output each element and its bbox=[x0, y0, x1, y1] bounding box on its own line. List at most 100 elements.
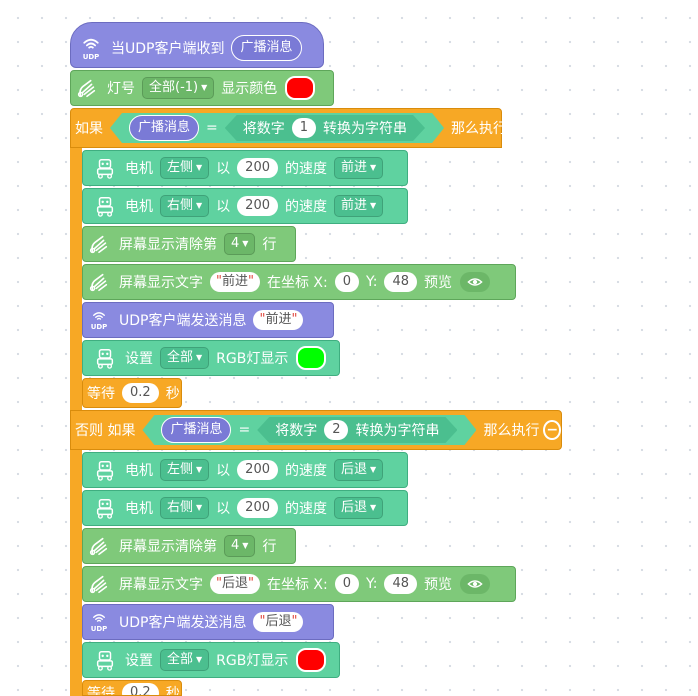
send-label: UDP客户端发送消息 bbox=[119, 313, 247, 329]
broadcast-var-reporter[interactable]: 广播消息 bbox=[231, 35, 302, 61]
led-color-block[interactable]: 灯号 全部(-1)▼ 显示颜色 bbox=[70, 70, 334, 106]
speed-input[interactable]: 200 bbox=[237, 158, 278, 178]
text-input[interactable]: "后退" bbox=[210, 574, 260, 594]
robot-icon bbox=[89, 153, 121, 183]
wait-input[interactable]: 0.2 bbox=[122, 383, 159, 403]
eye-icon[interactable] bbox=[460, 574, 490, 594]
if-block-header[interactable]: 如果 广播消息 = 将数字 1 转换为字符串 那么执行 bbox=[70, 108, 507, 148]
motor-label: 电机 bbox=[125, 199, 153, 215]
message-input[interactable]: "后退" bbox=[253, 612, 304, 632]
wait-unit: 秒 bbox=[165, 686, 180, 696]
chevron-down-icon: ▼ bbox=[370, 503, 377, 512]
chevron-down-icon: ▼ bbox=[242, 541, 249, 550]
wait-block[interactable]: 等待 0.2 秒 bbox=[82, 680, 182, 696]
direction-dropdown[interactable]: 后退▼ bbox=[334, 459, 384, 481]
rgb-dropdown[interactable]: 全部▼ bbox=[160, 649, 210, 671]
y-input[interactable]: 48 bbox=[384, 574, 417, 594]
broadcast-var-reporter[interactable]: 广播消息 bbox=[161, 417, 231, 443]
convert-suffix: 转换为字符串 bbox=[323, 121, 408, 137]
robot-icon bbox=[89, 645, 121, 675]
broadcast-var-reporter[interactable]: 广播消息 bbox=[129, 115, 199, 141]
eye-icon[interactable] bbox=[460, 272, 490, 292]
speed-input[interactable]: 200 bbox=[237, 196, 278, 216]
led-color-label: 显示颜色 bbox=[221, 81, 278, 97]
else-if-label: 否则 如果 bbox=[75, 423, 136, 439]
clear-label: 屏幕显示清除第 bbox=[119, 237, 217, 253]
motor-right-block[interactable]: 电机 右侧▼ 以 200 的速度 前进▼ bbox=[82, 188, 408, 224]
convert-label: 将数字 bbox=[275, 423, 318, 439]
coord-y-label: Y: bbox=[366, 576, 378, 592]
motor-label: 电机 bbox=[125, 463, 153, 479]
chevron-down-icon: ▼ bbox=[196, 655, 203, 664]
screen-text-block[interactable]: 屏幕显示文字 "前进" 在坐标 X: 0 Y: 48 预览 bbox=[82, 264, 516, 300]
hat-label: 当UDP客户端收到 bbox=[111, 41, 225, 57]
message-input[interactable]: "前进" bbox=[253, 310, 304, 330]
text-input[interactable]: "前进" bbox=[210, 272, 260, 292]
chevron-down-icon: ▼ bbox=[196, 201, 203, 210]
rgb-light-block[interactable]: 设置 全部▼ RGB灯显示 bbox=[82, 340, 340, 376]
speed-input[interactable]: 200 bbox=[237, 498, 278, 518]
number-input[interactable]: 2 bbox=[324, 420, 348, 440]
motor-side-dropdown[interactable]: 左侧▼ bbox=[160, 157, 210, 179]
hand-icon bbox=[83, 267, 115, 297]
robot-icon bbox=[89, 455, 121, 485]
rgb-color-swatch[interactable] bbox=[296, 648, 327, 672]
x-input[interactable]: 0 bbox=[334, 574, 360, 594]
rgb-suffix: RGB灯显示 bbox=[216, 351, 289, 367]
motor-at-label: 以 bbox=[216, 161, 231, 177]
row-dropdown[interactable]: 4▼ bbox=[224, 535, 256, 557]
motor-side-dropdown[interactable]: 右侧▼ bbox=[160, 195, 210, 217]
rgb-dropdown[interactable]: 全部▼ bbox=[160, 347, 210, 369]
led-color-swatch[interactable] bbox=[285, 76, 316, 100]
motor-label: 电机 bbox=[125, 161, 153, 177]
led-number-dropdown[interactable]: 全部(-1)▼ bbox=[142, 77, 215, 99]
if-label: 如果 bbox=[75, 121, 103, 137]
rgb-suffix: RGB灯显示 bbox=[216, 653, 289, 669]
preview-label: 预览 bbox=[424, 275, 452, 291]
screen-clear-block[interactable]: 屏幕显示清除第 4▼ 行 bbox=[82, 528, 296, 564]
direction-dropdown[interactable]: 前进▼ bbox=[334, 157, 384, 179]
udp-send-block[interactable]: UDP UDP客户端发送消息 "前进" bbox=[82, 302, 334, 338]
coord-x-label: 在坐标 X: bbox=[266, 275, 328, 291]
coord-y-label: Y: bbox=[366, 274, 378, 290]
screen-text-block[interactable]: 屏幕显示文字 "后退" 在坐标 X: 0 Y: 48 预览 bbox=[82, 566, 516, 602]
then-label: 那么执行 bbox=[451, 121, 508, 137]
else-block-stem bbox=[70, 448, 82, 696]
rgb-color-swatch[interactable] bbox=[296, 346, 327, 370]
direction-dropdown[interactable]: 前进▼ bbox=[334, 195, 384, 217]
speed-input[interactable]: 200 bbox=[237, 460, 278, 480]
preview-label: 预览 bbox=[424, 577, 452, 593]
number-to-string-block[interactable]: 将数字 2 转换为字符串 bbox=[257, 417, 457, 443]
send-label: UDP客户端发送消息 bbox=[119, 615, 247, 631]
wait-block[interactable]: 等待 0.2 秒 bbox=[82, 378, 182, 408]
rgb-light-block[interactable]: 设置 全部▼ RGB灯显示 bbox=[82, 642, 340, 678]
screen-clear-block[interactable]: 屏幕显示清除第 4▼ 行 bbox=[82, 226, 296, 262]
equals-condition[interactable]: 广播消息 = 将数字 1 转换为字符串 bbox=[110, 113, 444, 143]
row-dropdown[interactable]: 4▼ bbox=[224, 233, 256, 255]
number-to-string-block[interactable]: 将数字 1 转换为字符串 bbox=[225, 115, 425, 141]
motor-side-dropdown[interactable]: 左侧▼ bbox=[160, 459, 210, 481]
chevron-down-icon: ▼ bbox=[196, 465, 203, 474]
motor-left-block[interactable]: 电机 左侧▼ 以 200 的速度 前进▼ bbox=[82, 150, 408, 186]
hand-icon bbox=[83, 229, 115, 259]
motor-right-block[interactable]: 电机 右侧▼ 以 200 的速度 后退▼ bbox=[82, 490, 408, 526]
udp-send-block[interactable]: UDP UDP客户端发送消息 "后退" bbox=[82, 604, 334, 640]
y-input[interactable]: 48 bbox=[384, 272, 417, 292]
equals-condition[interactable]: 广播消息 = 将数字 2 转换为字符串 bbox=[142, 415, 476, 445]
wifi-udp-icon: UDP bbox=[83, 607, 115, 637]
else-if-header[interactable]: 否则 如果 广播消息 = 将数字 2 转换为字符串 那么执行 − bbox=[70, 410, 562, 450]
motor-left-block[interactable]: 电机 左侧▼ 以 200 的速度 后退▼ bbox=[82, 452, 408, 488]
wait-input[interactable]: 0.2 bbox=[122, 683, 159, 695]
udp-receive-hat-block[interactable]: UDP 当UDP客户端收到 广播消息 bbox=[70, 22, 324, 68]
minus-circle-icon[interactable]: − bbox=[543, 420, 561, 440]
x-input[interactable]: 0 bbox=[334, 272, 360, 292]
number-input[interactable]: 1 bbox=[292, 118, 316, 138]
direction-dropdown[interactable]: 后退▼ bbox=[334, 497, 384, 519]
equals-sign: = bbox=[206, 120, 218, 136]
chevron-down-icon: ▼ bbox=[370, 201, 377, 210]
row-suffix: 行 bbox=[262, 539, 277, 555]
motor-at-label: 以 bbox=[216, 501, 231, 517]
hand-icon bbox=[83, 569, 115, 599]
motor-label: 电机 bbox=[125, 501, 153, 517]
motor-side-dropdown[interactable]: 右侧▼ bbox=[160, 497, 210, 519]
